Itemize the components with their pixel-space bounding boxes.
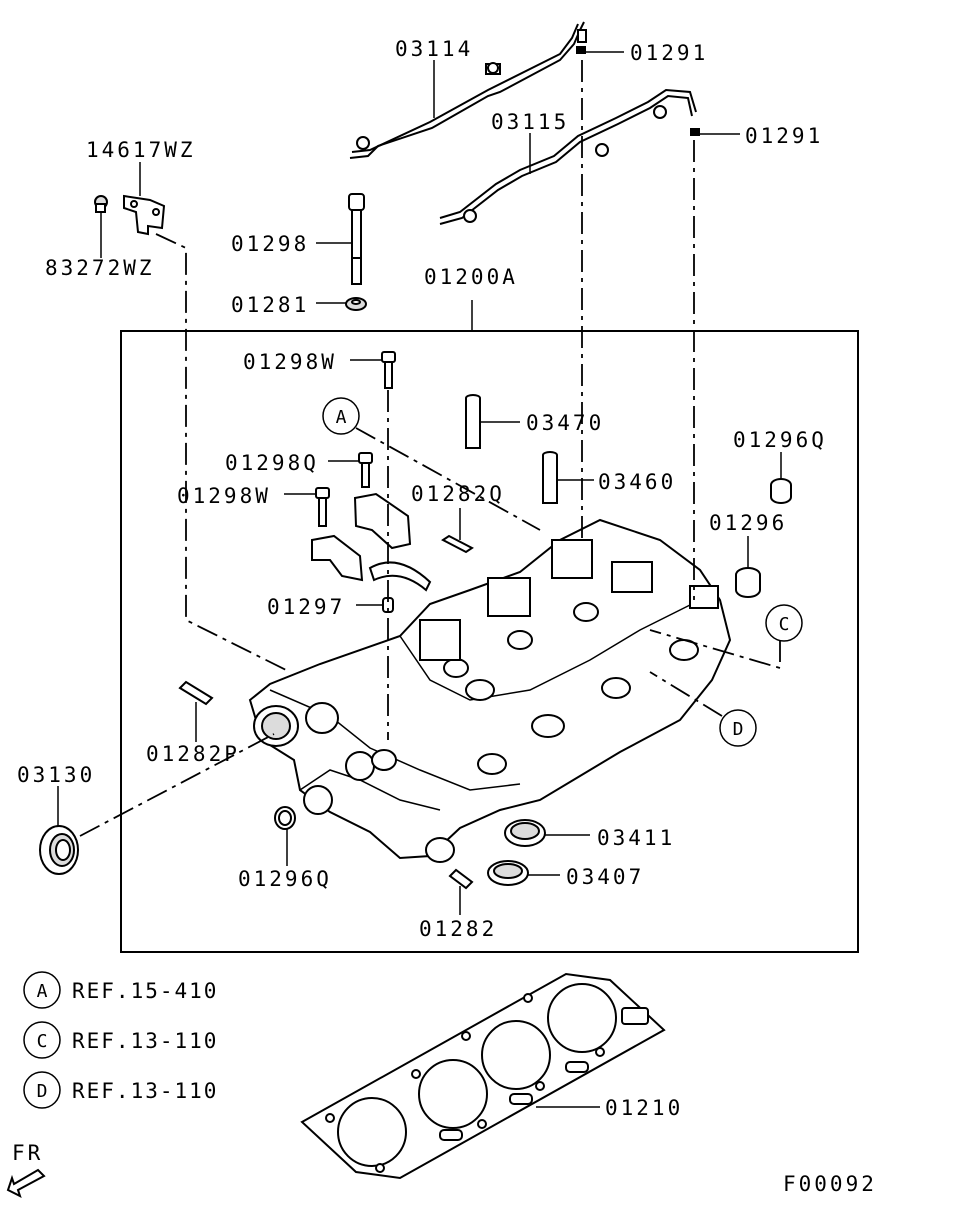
reference-row-a: A REF.15-410 <box>23 971 218 1009</box>
reference-letter-a: A <box>37 981 48 1002</box>
callout-d: D <box>719 709 757 747</box>
callout-a-letter: A <box>336 407 347 428</box>
bolt-83272WZ <box>94 195 108 213</box>
figure-code: F00092 <box>783 1172 877 1196</box>
label-01298W-lower: 01298W <box>177 484 271 508</box>
label-01200A: 01200A <box>424 265 518 289</box>
stud-01282 <box>448 868 474 890</box>
label-03407: 03407 <box>566 865 644 889</box>
bracket-14617WZ <box>123 194 166 236</box>
label-14617WZ: 14617WZ <box>86 138 196 162</box>
cylinder-head-assembly-box <box>120 330 859 953</box>
label-01281: 01281 <box>231 293 309 317</box>
bolt-01298Q <box>358 452 373 488</box>
callout-c: C <box>765 604 803 642</box>
reference-text-d: REF.13-110 <box>72 1079 218 1103</box>
fuel-return-connector-icon <box>576 46 586 54</box>
dowel-03470 <box>465 394 481 449</box>
label-01298: 01298 <box>231 232 309 256</box>
washer-01281 <box>345 297 367 311</box>
plug-01296Q-upper <box>770 478 792 504</box>
label-03114: 03114 <box>395 37 473 61</box>
callout-d-letter: D <box>733 719 744 740</box>
label-01291-top: 01291 <box>630 41 708 65</box>
oil-seal-03130 <box>39 825 79 875</box>
seal-03407 <box>487 860 529 886</box>
head-gasket-01210 <box>300 972 666 1180</box>
phantom-callout-a-line <box>355 427 541 531</box>
label-01282: 01282 <box>419 917 497 941</box>
seal-03411 <box>504 819 546 847</box>
reference-letter-d: D <box>37 1081 48 1102</box>
phantom-callout-d-line <box>649 671 723 717</box>
front-indicator: FR <box>6 1141 46 1198</box>
dowel-03460 <box>542 451 558 504</box>
label-01298W-upper: 01298W <box>243 350 337 374</box>
fuel-return-connector-icon <box>690 128 700 136</box>
reference-row-d: D REF.13-110 <box>23 1071 218 1109</box>
pipe-03114 <box>349 21 587 159</box>
reference-letter-c: C <box>37 1031 48 1052</box>
label-01296Q-lower: 01296Q <box>238 867 332 891</box>
label-01297: 01297 <box>267 595 345 619</box>
label-01296Q-upper: 01296Q <box>733 428 827 452</box>
label-03411: 03411 <box>597 826 675 850</box>
phantom-callout-c-line <box>649 629 781 670</box>
bearing-cap-block <box>311 492 412 582</box>
label-83272WZ: 83272WZ <box>45 256 155 280</box>
front-arrow-icon <box>6 1168 46 1198</box>
label-01298Q: 01298Q <box>225 451 319 475</box>
bolt-01298W-lower <box>315 487 330 527</box>
reference-text-c: REF.13-110 <box>72 1029 218 1053</box>
head-bolt-01298 <box>348 193 365 285</box>
callout-c-letter: C <box>779 614 790 635</box>
phantom-bracket-line <box>155 233 291 673</box>
reference-text-a: REF.15-410 <box>72 979 218 1003</box>
label-03115: 03115 <box>491 110 569 134</box>
label-01291-second: 01291 <box>745 124 823 148</box>
front-indicator-label: FR <box>12 1141 43 1165</box>
callout-a: A <box>322 397 360 435</box>
plug-01296Q-lower <box>274 806 296 830</box>
label-01296: 01296 <box>709 511 787 535</box>
label-03460: 03460 <box>598 470 676 494</box>
label-01282P: 01282P <box>146 742 240 766</box>
phantom-seal-03130-line <box>79 733 275 837</box>
label-03470: 03470 <box>526 411 604 435</box>
plug-01296 <box>735 567 761 598</box>
cylinder-head-body <box>248 518 732 863</box>
reference-legend: A REF.15-410 C REF.13-110 D REF.13-110 <box>23 971 218 1109</box>
label-01282Q: 01282Q <box>411 482 505 506</box>
label-01210: 01210 <box>605 1096 683 1120</box>
stud-01282P <box>178 680 214 706</box>
reference-row-c: C REF.13-110 <box>23 1021 218 1059</box>
bolt-01298W-upper <box>381 351 396 389</box>
pipe-03115 <box>439 88 697 225</box>
label-03130: 03130 <box>17 763 95 787</box>
stud-01282Q <box>441 534 474 554</box>
